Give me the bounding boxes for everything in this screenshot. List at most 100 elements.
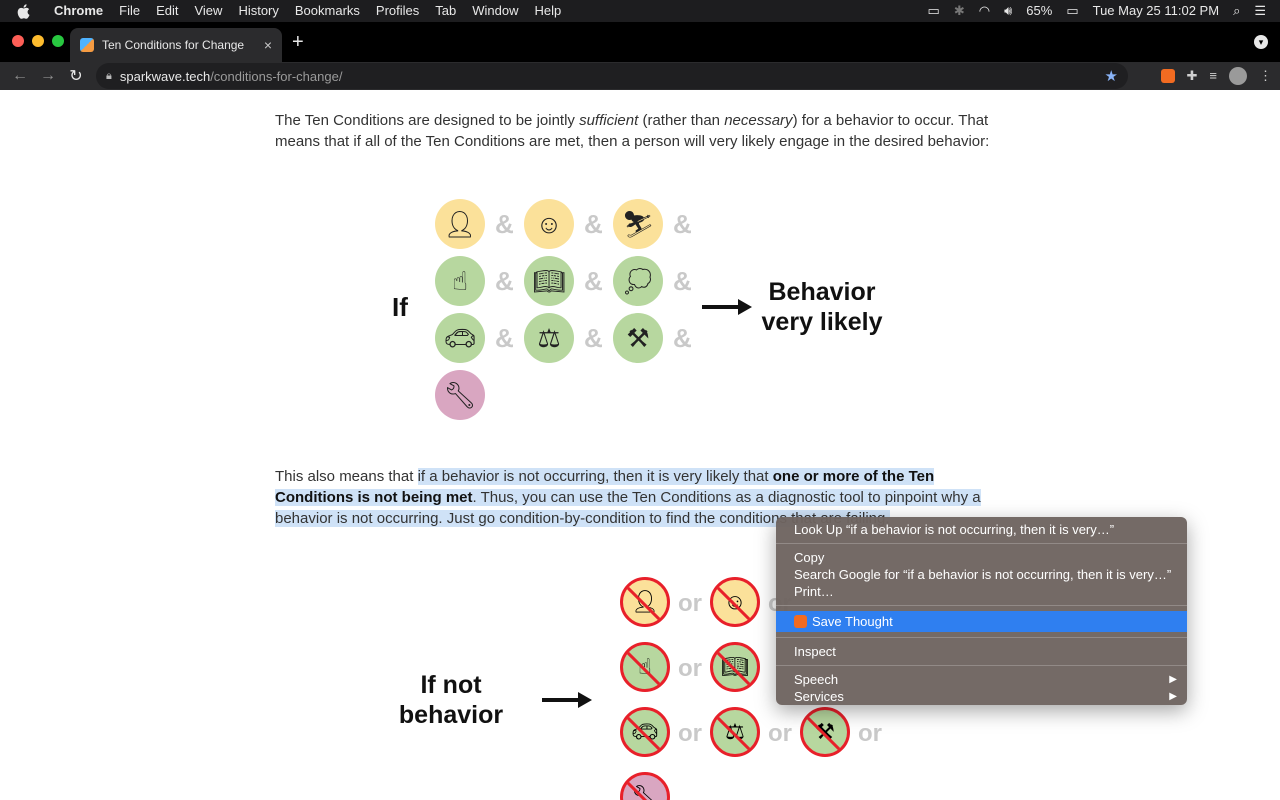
if-not-behavior-label: If not behavior [398,671,504,729]
or-label: or [678,590,702,617]
menu-item-inspect[interactable]: Inspect [794,644,836,659]
menu-window[interactable]: Window [472,3,519,18]
wrench-screwdriver-icon: 🔧︎ [435,370,485,420]
submenu-arrow-icon: ▶ [1169,691,1177,702]
behavior-very-likely-label: Behavior very likely [761,278,883,336]
more-menu-icon[interactable]: ⋮ [1259,68,1272,83]
menu-item-save-thought[interactable]: Save Thought [776,611,1187,632]
menu-view[interactable]: View [194,3,223,18]
menu-item-copy[interactable]: Copy [794,550,825,565]
not-book-icon: 📖︎ [710,642,760,692]
menu-item-search-google[interactable]: Search Google for “if a behavior is not … [794,567,1172,582]
apple-icon[interactable] [0,3,46,19]
menu-tab[interactable]: Tab [435,3,457,18]
airplay-icon[interactable]: ▭ [927,3,940,18]
or-label: or [678,655,702,682]
not-person-icon: 👤︎ [620,577,670,627]
lock-icon[interactable]: 🔒︎ [106,69,112,82]
menu-divider [776,605,1187,606]
menu-item-speech[interactable]: Speech ▶ [776,671,1187,688]
menu-file[interactable]: File [119,3,141,18]
control-center-icon[interactable]: ☰ [1254,3,1266,18]
not-scales-icon: ⚖︎ [710,707,760,757]
ampersand: & [584,266,603,296]
url-path: /conditions-for-change/ [210,68,343,84]
not-money-car-icon: 🚗︎ [620,707,670,757]
forward-icon[interactable]: → [40,67,56,84]
person-icon: 👤︎ [435,199,485,249]
save-thought-label: Save Thought [812,614,893,629]
close-window-button[interactable] [12,35,24,47]
battery-percent: 65% [1026,3,1053,18]
scales-icon: ⚖︎ [524,313,574,363]
tab-strip: Ten Conditions for Change × + ▾ [0,22,1280,62]
submenu-arrow-icon: ▶ [1169,674,1177,685]
ampersand: & [673,323,692,353]
ampersand: & [673,209,692,239]
menu-profiles[interactable]: Profiles [375,3,420,18]
context-menu: Look Up “if a behavior is not occurring,… [776,517,1187,705]
menu-item-print[interactable]: Print… [794,584,834,599]
volume-icon[interactable]: 🔊︎ [1004,3,1013,18]
menu-history[interactable]: History [238,3,279,18]
hand-icon: ☝︎ [435,256,485,306]
window-controls [12,35,64,47]
minimize-window-button[interactable] [32,35,44,47]
tab-ten-conditions[interactable]: Ten Conditions for Change × [70,28,282,62]
menu-edit[interactable]: Edit [156,3,179,18]
clock[interactable]: Tue May 25 11:02 PM [1092,3,1220,18]
zoom-window-button[interactable] [52,35,64,47]
tab-search-icon[interactable]: ▾ [1254,35,1268,49]
ampersand: & [495,323,514,353]
speech-label: Speech [794,672,839,687]
ampersand: & [584,209,603,239]
services-label: Services [794,689,844,704]
not-smiley-icon: ☺︎ [710,577,760,627]
if-label: If [392,292,408,322]
thought-saver-extension-icon[interactable] [1160,69,1175,83]
profile-avatar[interactable] [1229,67,1247,85]
back-icon[interactable]: ← [12,67,28,84]
menu-divider [776,543,1187,544]
new-tab-button[interactable]: + [292,31,304,53]
menu-item-services[interactable]: Services ▶ [776,688,1187,705]
menu-divider [776,637,1187,638]
ampersand: & [673,266,692,296]
tab-title: Ten Conditions for Change [102,38,245,52]
battery-icon[interactable]: ▭ [1066,3,1079,18]
ampersand: & [495,266,514,296]
spotlight-icon[interactable]: ⌕ [1233,3,1241,18]
diagnostic-paragraph: This also means that if a behavior is no… [275,468,981,527]
menu-help[interactable]: Help [534,3,562,18]
or-label: or [678,720,702,747]
url-host: sparkwave.tech [119,68,211,84]
menu-item-look-up[interactable]: Look Up “if a behavior is not occurring,… [794,522,1115,537]
thought-saver-icon [794,615,807,628]
menu-chrome[interactable]: Chrome [54,3,104,18]
book-icon: 📖︎ [524,256,574,306]
bookmark-star-icon[interactable]: ★ [1104,68,1118,85]
media-queue-icon[interactable]: ≡ [1209,68,1217,83]
tool-icon: ⚒︎ [613,313,663,363]
smiley-icon: ☺︎ [524,199,574,249]
tab-close-icon[interactable]: × [263,37,272,53]
arrow-icon [702,299,752,315]
menu-divider [776,665,1187,666]
ampersand: & [584,323,603,353]
wifi-icon[interactable]: ◠ [978,3,991,18]
reload-icon[interactable]: ↻ [69,68,83,85]
extensions-area: ✚ ≡ ⋮ [1160,66,1272,86]
not-hand-icon: ☝︎ [620,642,670,692]
thinking-head-icon: 💭︎ [613,256,663,306]
menu-bookmarks[interactable]: Bookmarks [294,3,360,18]
arrow-icon [542,692,592,708]
not-wrench-icon: 🔧︎ [620,772,670,800]
browser-toolbar: ← → ↻ 🔒︎ sparkwave.tech /conditions-for-… [0,62,1280,90]
intro-paragraph: The Ten Conditions are designed to be jo… [275,112,990,150]
extensions-puzzle-icon[interactable]: ✚ [1186,68,1198,83]
address-bar[interactable]: 🔒︎ sparkwave.tech /conditions-for-change… [96,63,1128,89]
not-tool-icon: ⚒︎ [800,707,850,757]
slide-icon: ⛷︎ [613,199,663,249]
or-label: or [858,720,882,747]
bluetooth-icon[interactable]: ✱ [953,3,965,18]
